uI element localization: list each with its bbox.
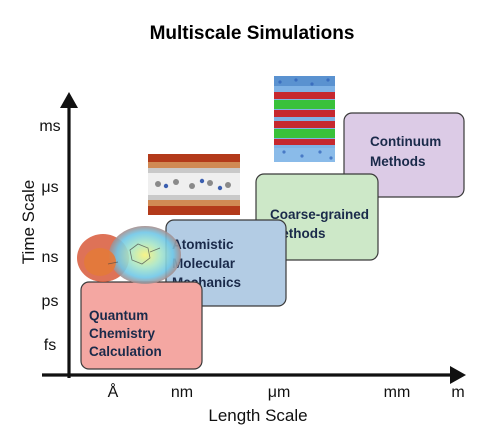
x-tick-mm: mm <box>384 384 411 401</box>
y-tick-ms: ms <box>39 118 60 135</box>
y-axis-label: Time Scale <box>19 180 38 264</box>
box-atomistic-line-2: Molecular <box>172 256 236 271</box>
box-continuum-line-2: Methods <box>370 154 426 169</box>
y-tick-us: μs <box>41 179 58 196</box>
y-tick-ns: ns <box>42 249 59 266</box>
x-axis-label: Length Scale <box>208 406 307 425</box>
axes <box>42 92 466 384</box>
x-tick-um: μm <box>268 384 291 401</box>
x-tick-m: m <box>451 384 464 401</box>
box-continuum-line-1: Continuum <box>370 134 441 149</box>
diagram-title: Multiscale Simulations <box>150 23 355 44</box>
molecule-potential-illustration <box>77 226 181 284</box>
coarse-grained-column-illustration <box>274 76 335 162</box>
x-tick-nm: nm <box>171 384 193 401</box>
box-quantum-line-1: Quantum <box>89 308 148 323</box>
box-quantum-line-3: Calculation <box>89 344 162 359</box>
y-tick-fs: fs <box>44 337 56 354</box>
x-tick-angstrom: Å <box>108 382 119 401</box>
x-axis-arrowhead <box>450 366 466 384</box>
box-quantum: Quantum Chemistry Calculation <box>80 281 203 370</box>
box-quantum-line-2: Chemistry <box>89 326 156 341</box>
box-atomistic-line-1: Atomistic <box>172 237 234 252</box>
atomistic-slab-illustration <box>148 154 240 215</box>
x-ticks: Å nm μm mm m <box>108 382 465 401</box>
y-axis-arrowhead <box>60 92 78 108</box>
y-ticks: ms μs ns ps fs <box>39 118 60 354</box>
y-tick-ps: ps <box>42 293 59 310</box>
box-coarse-grained-line-1: Coarse-grained <box>270 207 369 222</box>
